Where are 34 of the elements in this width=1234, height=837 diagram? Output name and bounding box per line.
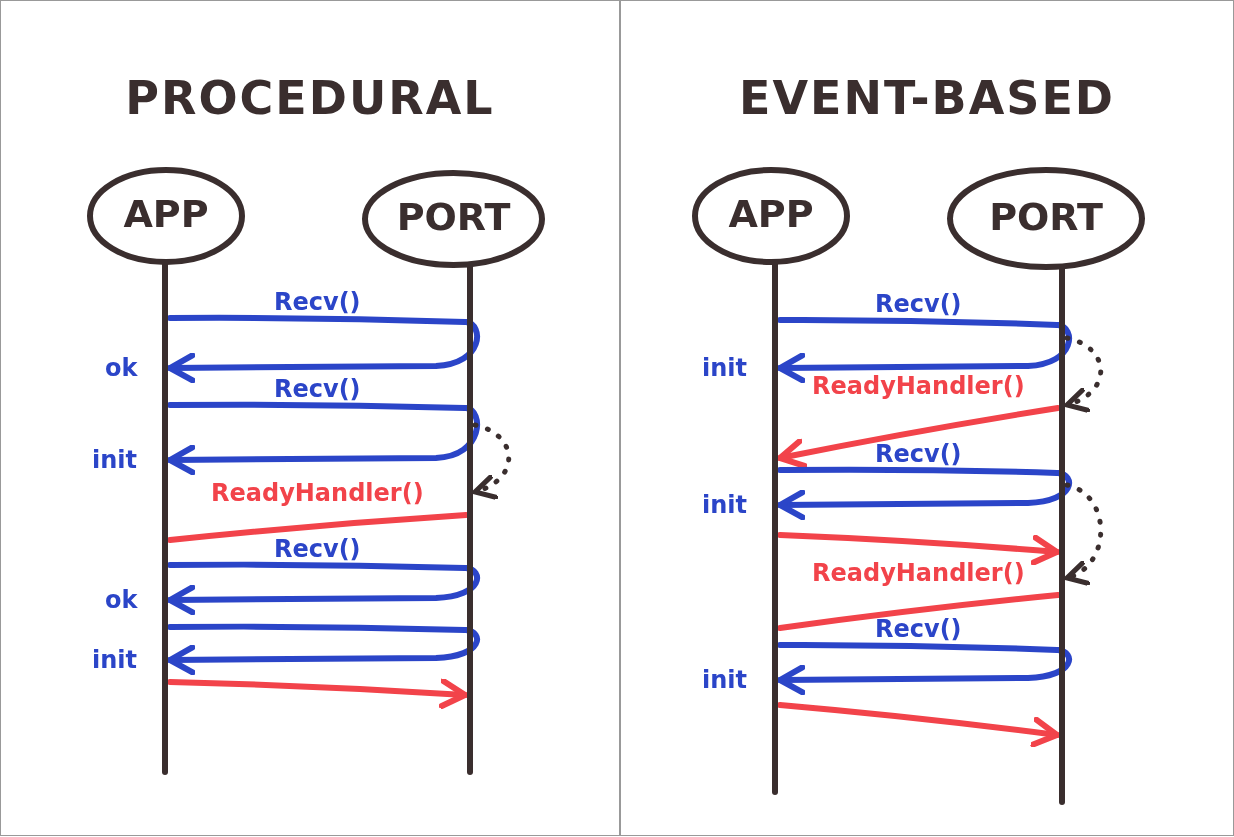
panel-title: EVENT-BASED — [737, 71, 1117, 125]
message-arrow — [167, 627, 480, 676]
edge-label: init — [702, 666, 747, 694]
edge-label: init — [92, 446, 137, 474]
panel-title: PROCEDURAL — [124, 71, 496, 125]
message-arrow — [777, 647, 1072, 696]
edge-label: ReadyHandler() — [211, 479, 424, 507]
message-arrow — [777, 470, 1072, 521]
message-arrow — [777, 532, 1060, 566]
message-arrow — [167, 678, 468, 710]
edge-label: init — [92, 646, 137, 674]
panel — [620, 0, 1234, 836]
edge-label: Recv() — [274, 288, 361, 316]
dotted-arrow — [472, 422, 512, 499]
edge-label: Recv() — [274, 535, 361, 563]
panel — [0, 0, 620, 836]
edge-label: Recv() — [274, 375, 361, 403]
edge-label: ReadyHandler() — [812, 559, 1025, 587]
message-arrow — [167, 405, 480, 476]
edge-label: Recv() — [875, 615, 962, 643]
edge-label: ok — [105, 354, 138, 382]
dotted-arrow — [1064, 335, 1104, 412]
message-arrow — [777, 702, 1060, 748]
dotted-arrow — [1064, 482, 1104, 584]
message-arrow — [777, 322, 1072, 384]
edge-label: ok — [105, 586, 138, 614]
edge-label: Recv() — [875, 290, 962, 318]
edge-label: ReadyHandler() — [812, 372, 1025, 400]
message-arrow — [777, 405, 1061, 469]
edge-label: init — [702, 354, 747, 382]
edge-label: init — [702, 491, 747, 519]
message-arrow — [167, 319, 480, 384]
edge-label: Recv() — [875, 440, 962, 468]
message-arrow — [167, 565, 480, 616]
